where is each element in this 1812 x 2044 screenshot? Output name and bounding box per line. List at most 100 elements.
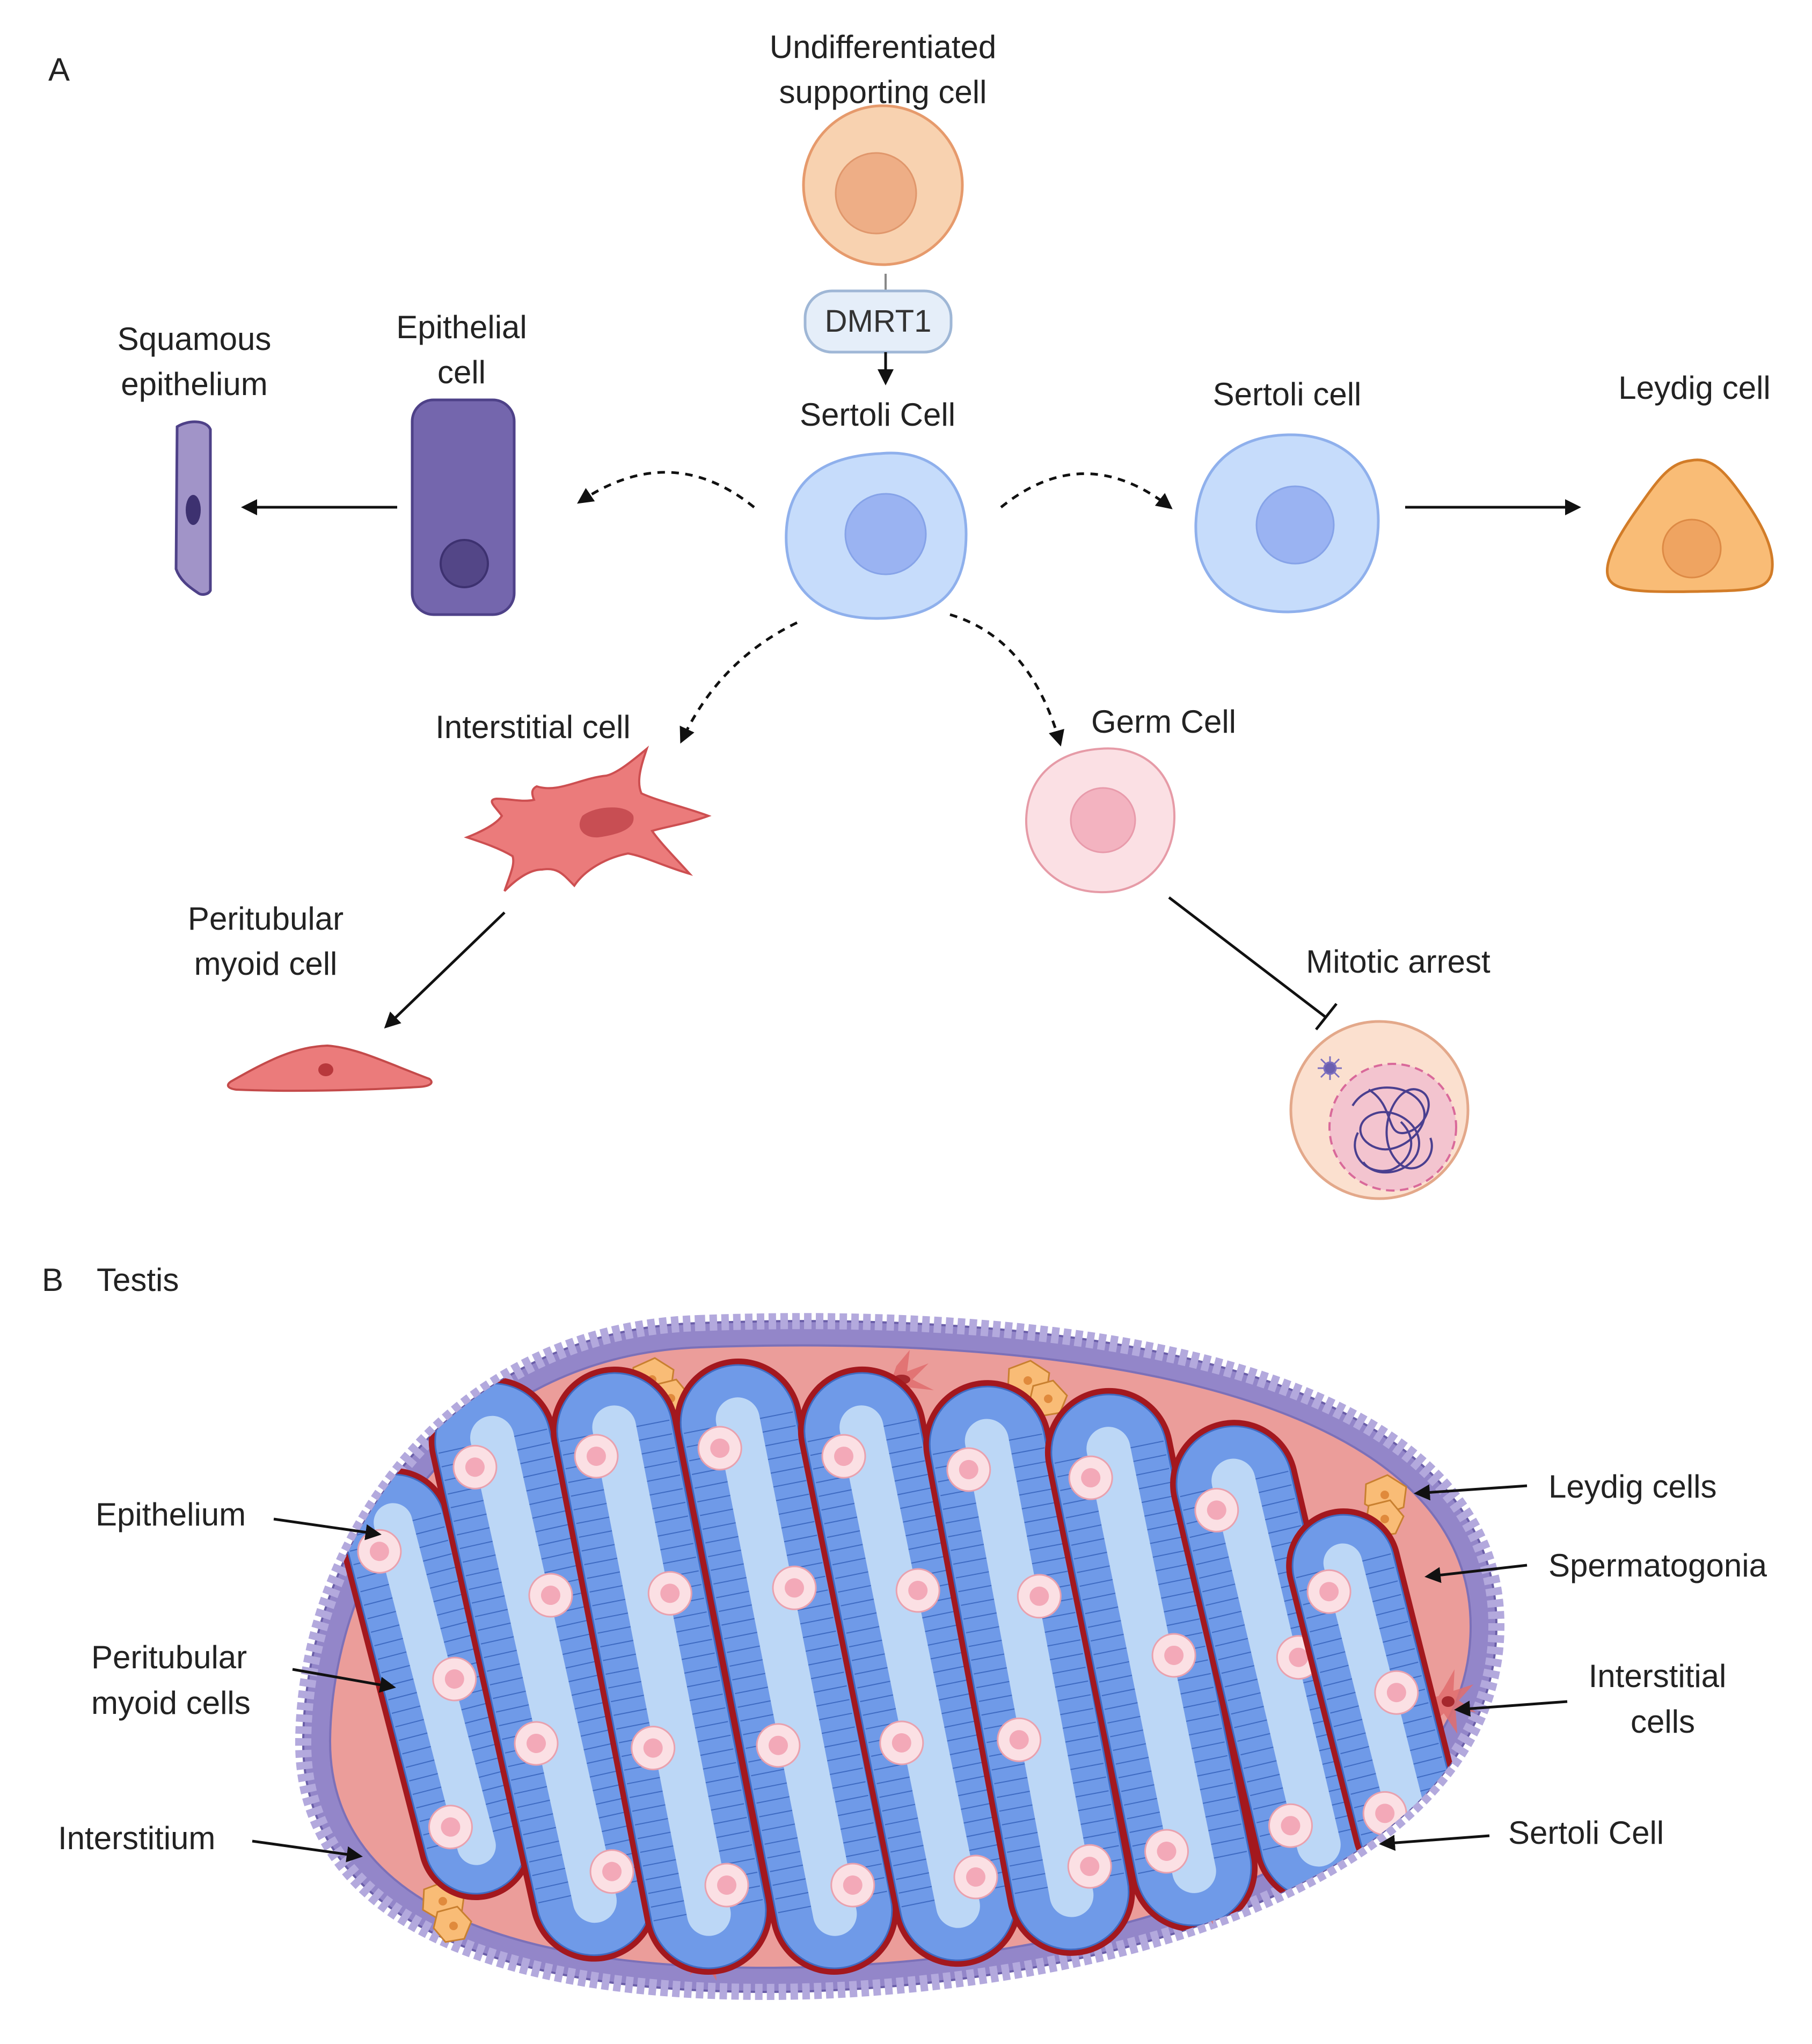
tubule-lumen: [715, 1397, 857, 1936]
squamous-epithelium-cell: [174, 420, 212, 596]
interstitial-cell: [464, 745, 712, 892]
leydig-label: Leydig cell: [1618, 370, 1771, 406]
seminiferous-tubule: [674, 1358, 898, 1975]
seminiferous-tubule: [1286, 1508, 1467, 1887]
epithelium-arrow: [273, 1517, 382, 1541]
spermatogonium: [1067, 1844, 1112, 1889]
peritubular-myoid-label-line1: Peritubular: [188, 901, 344, 937]
testis-title: Testis: [97, 1262, 179, 1298]
panel-a: A Undifferentiated supporting cell DMRT1…: [48, 29, 1774, 1200]
sertoli-cell-b-arrow: [1379, 1834, 1490, 1851]
spermatogonium: [1017, 1574, 1062, 1619]
sertoli-cell-center: [785, 451, 968, 620]
undifferentiated-supporting-cell: [802, 104, 964, 266]
tubule-lumen: [1086, 1427, 1216, 1893]
undifferentiated-label-line1: Undifferentiated: [770, 29, 997, 65]
undifferentiated-label-line2: supporting cell: [779, 74, 987, 110]
epithelial-cell: [411, 398, 516, 616]
seminiferous-tubule: [798, 1366, 1022, 1967]
dmrt1-badge: DMRT1: [803, 289, 953, 354]
centrosome-icon: [1318, 1056, 1342, 1080]
seminiferous-tubules: [336, 1358, 1467, 1975]
spermatogonium: [756, 1723, 801, 1768]
squamous-label-line1: Squamous: [118, 321, 272, 357]
inhibit-mitotic-arrest: [1168, 896, 1338, 1031]
spermatogonium: [772, 1565, 817, 1610]
spermatogonium: [1151, 1633, 1196, 1678]
spermatogonium: [953, 1855, 998, 1900]
tubule-lumen: [965, 1419, 1094, 1917]
epithelial-label-line2: cell: [437, 354, 486, 390]
spermatogonium: [1268, 1803, 1313, 1848]
sertoli-center-label: Sertoli Cell: [800, 397, 955, 433]
seminiferous-tubule: [1170, 1420, 1382, 1906]
interstitial-cells-arrow: [1454, 1700, 1568, 1717]
peritubular-myoid-label-line2: myoid cell: [194, 946, 338, 982]
germ-cell: [1025, 747, 1176, 894]
spermatogonium: [647, 1571, 692, 1616]
spermatogonium: [821, 1434, 866, 1479]
panel-b-letter: B: [42, 1262, 63, 1298]
spermatogonia-label: Spermatogonia: [1548, 1547, 1767, 1583]
interstitial-label: Interstitial cell: [435, 709, 630, 745]
arrow-to-sertoli-right: [1000, 472, 1173, 509]
interstitial-cells-label-line1: Interstitial: [1589, 1658, 1727, 1694]
leydig-cells-label: Leydig cells: [1548, 1469, 1717, 1505]
spermatogonium: [879, 1720, 924, 1765]
spermatogonium: [589, 1849, 634, 1894]
spermatogonium: [704, 1863, 749, 1908]
interstitium-arrow: [252, 1839, 363, 1863]
leydig-cell: [1605, 458, 1774, 593]
tubule-lumen: [1211, 1458, 1341, 1867]
leydig-cells-arrow: [1414, 1484, 1528, 1501]
mitotic-arrest-label: Mitotic arrest: [1306, 944, 1490, 980]
sertoli-cell-right: [1194, 433, 1380, 614]
leydig-cluster-right: [1364, 1474, 1407, 1537]
spermatogonium: [946, 1447, 991, 1492]
interstitium-label: Interstitium: [58, 1820, 215, 1856]
squamous-label-line2: epithelium: [121, 366, 268, 402]
spermatogonium: [574, 1434, 619, 1479]
epithelial-label-line1: Epithelial: [396, 309, 527, 345]
interstitial-cells-label-line2: cells: [1631, 1704, 1695, 1740]
mitotic-arrest-cell: [1289, 1020, 1470, 1200]
peritubular-myoid-cells-label-line2: myoid cells: [91, 1685, 251, 1721]
tubule-lumen: [592, 1405, 731, 1936]
tubule-lumen: [470, 1415, 617, 1923]
spermatogonium: [432, 1656, 477, 1702]
spermatogonium: [697, 1426, 742, 1471]
sertoli-cell-b-label: Sertoli Cell: [1508, 1815, 1664, 1851]
sertoli-right-label: Sertoli cell: [1213, 376, 1362, 412]
spermatogonium: [1068, 1455, 1113, 1500]
spermatogonium: [514, 1721, 559, 1766]
spermatogonium: [1374, 1670, 1419, 1715]
dmrt1-label: DMRT1: [825, 304, 932, 339]
spermatogonia-arrow: [1424, 1564, 1528, 1583]
arrow-to-epithelial: [577, 471, 755, 508]
arrow-to-germ: [949, 613, 1064, 747]
spermatogonium: [452, 1444, 498, 1490]
spermatogonium: [357, 1529, 402, 1574]
spermatogonium: [895, 1568, 940, 1613]
panel-a-letter: A: [48, 52, 70, 87]
seminiferous-tubule: [923, 1380, 1135, 1956]
arrow-to-peritubular: [384, 911, 506, 1029]
spermatogonium: [1144, 1829, 1189, 1874]
germ-cell-label: Germ Cell: [1091, 704, 1236, 740]
spermatogonium: [631, 1726, 676, 1771]
arrow-to-interstitial: [680, 621, 798, 744]
spermatogonium: [997, 1717, 1042, 1762]
spermatogonium: [1194, 1487, 1239, 1532]
epithelium-label: Epithelium: [96, 1496, 246, 1532]
panel-b: B Testis: [42, 1262, 1767, 2000]
chromatin-icon: [1351, 1086, 1433, 1174]
spermatogonium: [1306, 1569, 1351, 1614]
spermatogonium: [428, 1805, 473, 1850]
spermatogonium: [528, 1573, 573, 1618]
seminiferous-tubule: [428, 1377, 659, 1962]
peritubular-arrow: [292, 1668, 396, 1693]
seminiferous-tubule: [1044, 1388, 1258, 1932]
seminiferous-tubule: [551, 1367, 772, 1975]
seminiferous-tubule: [336, 1468, 534, 1901]
